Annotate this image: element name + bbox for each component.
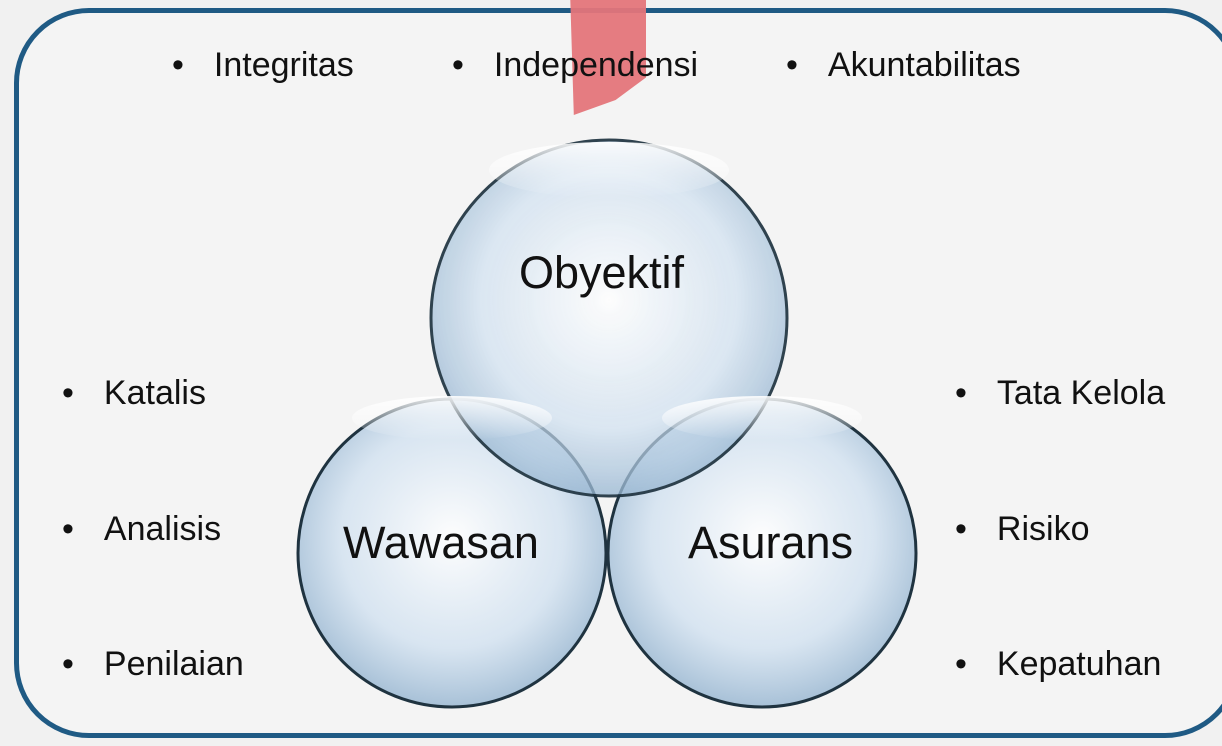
left-item-analisis: •Analisis	[62, 510, 222, 548]
label-obyektif: Obyektif	[519, 247, 685, 298]
bullet-icon: •	[955, 645, 967, 683]
left-item-katalis: •Katalis	[62, 374, 206, 412]
bullet-icon: •	[955, 510, 967, 548]
bullet-icon: •	[172, 46, 184, 84]
left-item-penilaian: •Penilaian	[62, 645, 244, 683]
top-item-independensi: •Independensi	[452, 46, 699, 84]
shine-right	[662, 396, 862, 440]
right-item-tata-kelola: •Tata Kelola	[955, 374, 1166, 412]
bullet-icon: •	[955, 374, 967, 412]
bullet-icon: •	[786, 46, 798, 84]
right-item-kepatuhan: •Kepatuhan	[955, 645, 1162, 683]
shine-left	[352, 396, 552, 440]
bullet-icon: •	[62, 645, 74, 683]
bullet-icon: •	[452, 46, 464, 84]
label-asurans: Asurans	[688, 517, 854, 568]
bullet-icon: •	[62, 374, 74, 412]
shine-top	[489, 142, 729, 198]
top-item-akuntabilitas: •Akuntabilitas	[786, 46, 1021, 84]
label-wawasan: Wawasan	[343, 517, 539, 568]
right-item-risiko: •Risiko	[955, 510, 1090, 548]
top-item-integritas: •Integritas	[172, 46, 354, 84]
bullet-icon: •	[62, 510, 74, 548]
